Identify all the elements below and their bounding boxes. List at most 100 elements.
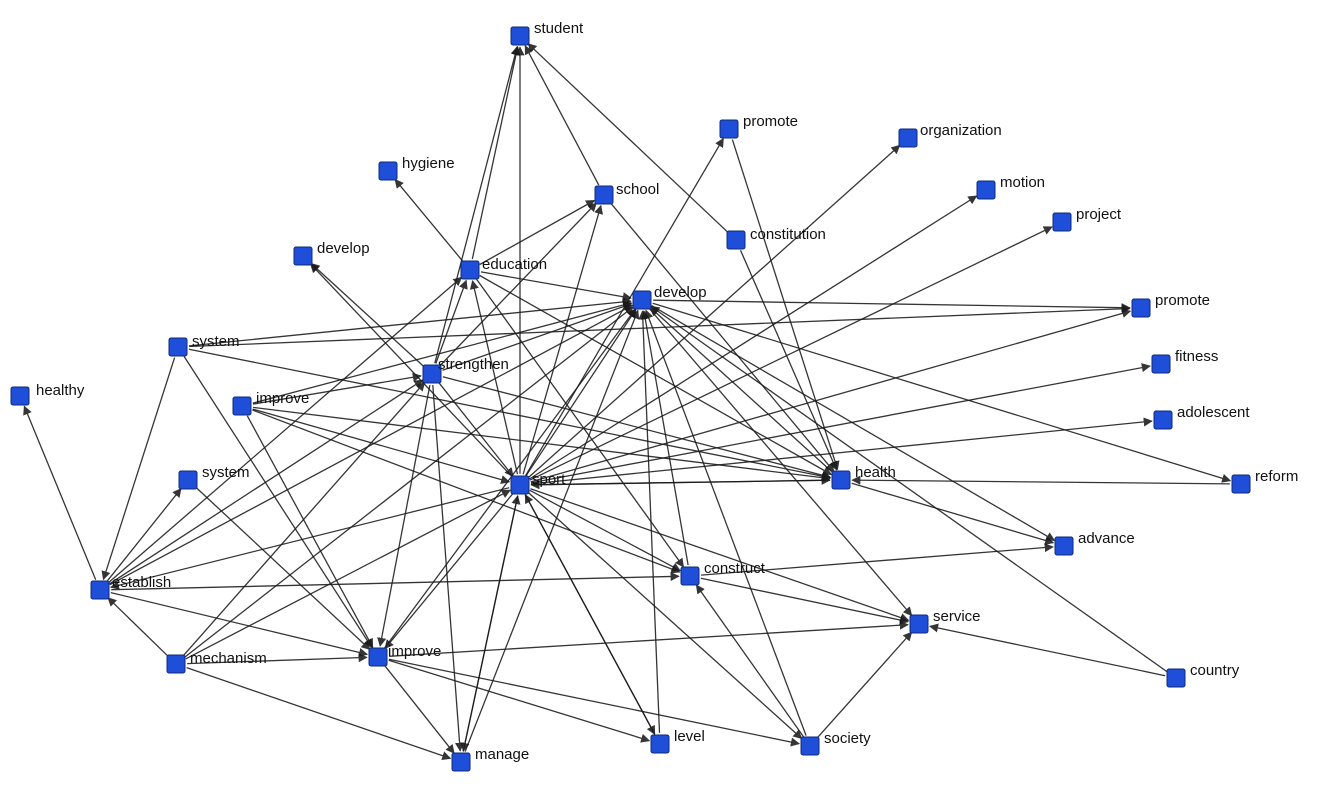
node-fitness[interactable]: fitness	[1151, 348, 1218, 374]
edge-society-to-develop2	[644, 309, 807, 736]
node-label: service	[933, 608, 981, 625]
node-advance[interactable]: advance	[1054, 530, 1135, 556]
node-label: constitution	[750, 226, 826, 243]
edge-establish-to-develop2	[109, 304, 634, 586]
edge-sport-to-fitness	[530, 363, 1151, 484]
node-label: organization	[920, 122, 1002, 139]
node-society[interactable]: society	[800, 730, 871, 756]
node-label: school	[616, 181, 659, 198]
edge-improve2-to-level	[388, 659, 651, 743]
edge-improve1-to-develop2	[252, 300, 633, 404]
edge-level-to-develop2	[638, 310, 661, 733]
node-box	[650, 734, 670, 754]
edge-develop2-to-advance	[651, 305, 1056, 541]
node-organization[interactable]: organization	[898, 122, 1002, 148]
edge-manage-to-develop2	[464, 309, 640, 752]
edge-mechanism-to-strengthen	[182, 381, 426, 657]
edge-sport-to-organization	[527, 144, 901, 479]
node-system1[interactable]: system	[168, 333, 240, 357]
node-adolescent[interactable]: adolescent	[1153, 404, 1250, 430]
node-box	[422, 364, 442, 384]
edge-establish-to-improve2	[110, 591, 369, 657]
node-box	[510, 475, 530, 495]
edge-establish-to-education	[107, 276, 463, 584]
node-constitution[interactable]: constitution	[726, 226, 826, 250]
node-label: education	[482, 256, 547, 273]
node-box	[898, 128, 918, 148]
node-label: develop	[654, 284, 707, 301]
edge-mechanism-to-improve2	[187, 653, 368, 665]
node-label: promote	[1155, 292, 1210, 309]
node-label: society	[824, 730, 871, 747]
node-box	[90, 580, 110, 600]
edge-improve2-to-develop2	[384, 308, 636, 649]
node-label: motion	[1000, 174, 1045, 191]
edge-education-to-school	[479, 199, 596, 266]
edge-sport-to-school	[522, 204, 603, 475]
node-health[interactable]: health	[831, 464, 896, 490]
edge-system1-to-health	[188, 348, 831, 481]
node-box	[976, 180, 996, 200]
edge-strengthen-to-education	[435, 279, 468, 364]
node-manage[interactable]: manage	[451, 746, 529, 772]
edge-education-to-develop2	[480, 271, 632, 302]
node-box	[632, 290, 652, 310]
edge-improve2-to-service	[389, 620, 909, 657]
node-establish[interactable]: establish	[90, 574, 171, 600]
node-label: project	[1076, 206, 1122, 223]
node-promote2[interactable]: promote	[1131, 292, 1210, 318]
edge-society-to-service	[816, 631, 913, 739]
node-reform[interactable]: reform	[1231, 468, 1298, 494]
edge-health-to-advance	[851, 482, 1055, 545]
node-service[interactable]: service	[909, 608, 981, 634]
node-system2[interactable]: system	[178, 464, 250, 490]
edge-improve1-to-construct	[252, 409, 681, 574]
edge-sport-to-project	[529, 226, 1053, 481]
node-label: healthy	[36, 382, 85, 399]
node-improve2[interactable]: improve	[368, 643, 441, 667]
node-school[interactable]: school	[594, 181, 659, 205]
edge-reform-to-health	[851, 475, 1230, 485]
node-box	[1052, 212, 1072, 232]
node-healthy[interactable]: healthy	[10, 382, 85, 406]
edge-establish-to-construct	[111, 571, 680, 591]
node-box	[451, 752, 471, 772]
node-label: student	[534, 20, 584, 37]
node-student[interactable]: student	[510, 20, 584, 46]
edge-manage-to-sport	[462, 495, 521, 752]
node-hygiene[interactable]: hygiene	[378, 155, 455, 181]
edge-country-to-service	[929, 623, 1166, 677]
edge-system1-to-establish	[101, 357, 176, 581]
node-label: adolescent	[1177, 404, 1250, 421]
edge-sport-to-construct	[529, 489, 682, 572]
node-mechanism[interactable]: mechanism	[166, 650, 267, 674]
node-improve1[interactable]: improve	[232, 390, 309, 416]
node-box	[800, 736, 820, 756]
node-project[interactable]: project	[1052, 206, 1122, 232]
node-develop1[interactable]: develop	[293, 240, 370, 266]
node-label: improve	[256, 390, 309, 407]
edge-develop2-to-reform	[652, 302, 1232, 483]
edge-mechanism-to-establish	[107, 597, 169, 657]
edge-improve2-to-manage	[384, 665, 455, 754]
edge-develop2-to-service	[648, 308, 913, 617]
node-label: level	[674, 728, 705, 745]
node-develop2[interactable]: develop	[632, 284, 707, 310]
node-strengthen[interactable]: strengthen	[422, 356, 509, 384]
node-label: advance	[1078, 530, 1135, 547]
node-box	[510, 26, 530, 46]
node-level[interactable]: level	[650, 728, 705, 754]
node-box	[1231, 474, 1251, 494]
edge-improve1-to-strengthen	[252, 372, 422, 405]
node-sport[interactable]: sport	[510, 471, 566, 495]
node-education[interactable]: education	[460, 256, 547, 280]
node-country[interactable]: country	[1166, 662, 1240, 688]
edge-sport-to-society	[527, 492, 803, 740]
node-construct[interactable]: construct	[680, 560, 766, 586]
node-box	[178, 470, 198, 490]
node-promote1[interactable]: promote	[719, 113, 798, 139]
node-motion[interactable]: motion	[976, 174, 1045, 200]
edge-country-to-develop2	[650, 305, 1168, 673]
edge-construct-to-service	[700, 577, 909, 625]
node-box	[1151, 354, 1171, 374]
